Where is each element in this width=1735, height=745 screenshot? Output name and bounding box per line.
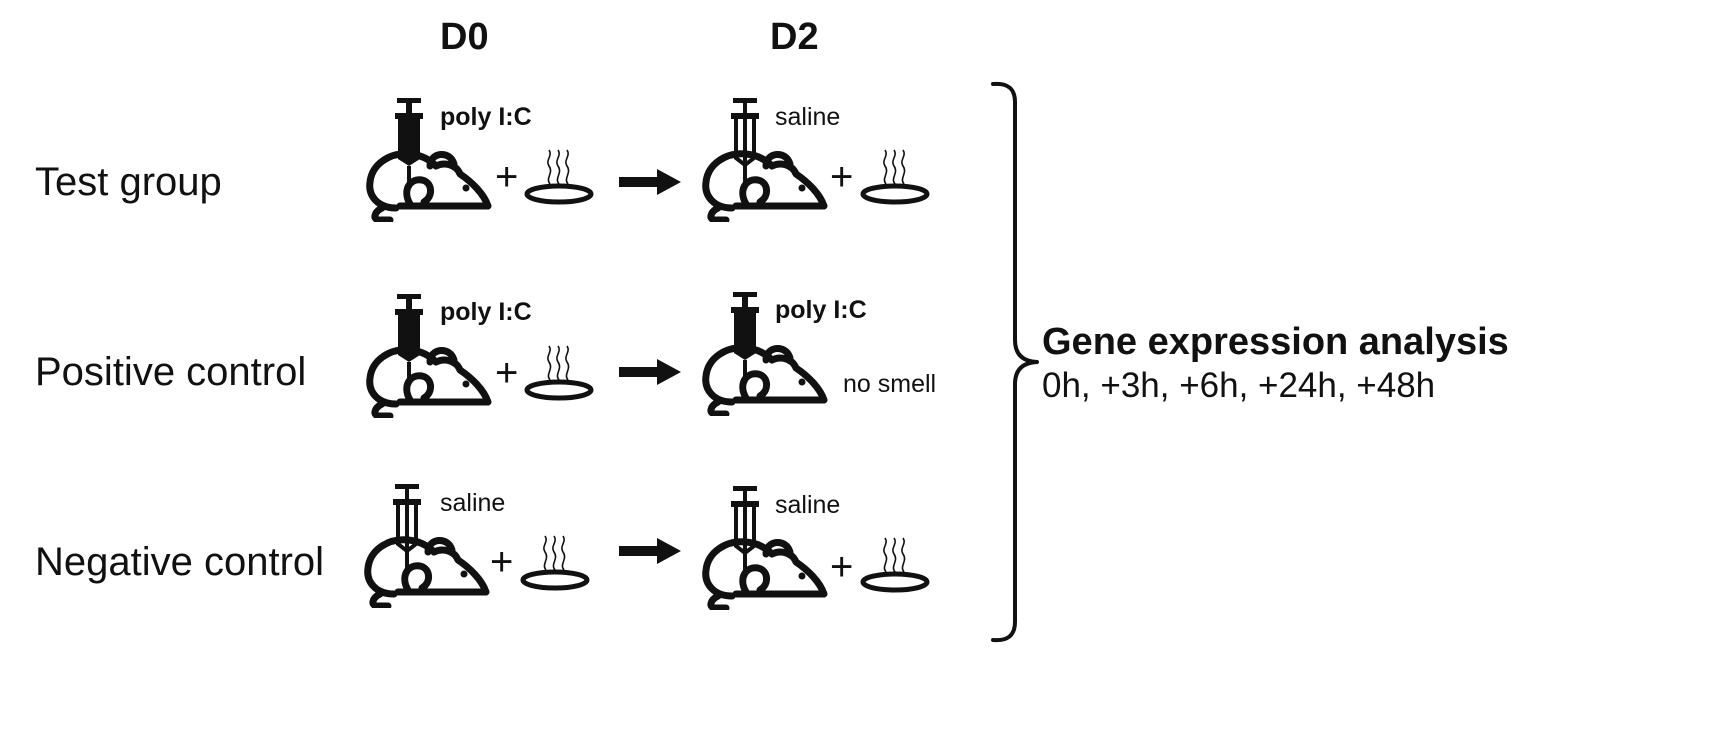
arrow-right-icon: [617, 167, 683, 197]
column-header-d2: D2: [770, 16, 819, 58]
injection-label-d0-negative: saline: [440, 489, 506, 517]
odor-dish-icon: [523, 142, 595, 206]
mouse-icon: [360, 138, 496, 222]
injection-label-d2-positive: poly I:C: [775, 296, 867, 324]
plus-sign: +: [495, 351, 519, 395]
odor-dish-icon: [523, 338, 595, 402]
odor-dish-icon: [859, 530, 931, 594]
analysis-timepoints: 0h, +3h, +6h, +24h, +48h: [1042, 366, 1436, 405]
plus-sign: +: [490, 540, 514, 584]
right-brace: [991, 81, 1039, 643]
mouse-icon: [360, 334, 496, 418]
injection-label-d0-test: poly I:C: [440, 103, 532, 131]
odor-dish-icon: [859, 142, 931, 206]
injection-label-d2-negative: saline: [775, 491, 841, 519]
plus-sign: +: [830, 545, 854, 589]
plus-sign: +: [495, 155, 519, 199]
column-header-d0: D0: [440, 16, 489, 58]
plus-sign: +: [830, 155, 854, 199]
no-smell-note: no smell: [843, 370, 937, 398]
group-label-negative-control: Negative control: [35, 540, 325, 584]
arrow-right-icon: [617, 536, 683, 566]
injection-label-d0-positive: poly I:C: [440, 298, 532, 326]
group-label-positive-control: Positive control: [35, 350, 307, 394]
arrow-right-icon: [617, 357, 683, 387]
mouse-icon: [696, 332, 832, 416]
group-label-test: Test group: [35, 160, 222, 204]
mouse-icon: [696, 138, 832, 222]
mouse-icon: [358, 524, 494, 608]
analysis-title: Gene expression analysis: [1042, 321, 1509, 363]
mouse-icon: [696, 526, 832, 610]
odor-dish-icon: [519, 528, 591, 592]
injection-label-d2-test: saline: [775, 103, 841, 131]
